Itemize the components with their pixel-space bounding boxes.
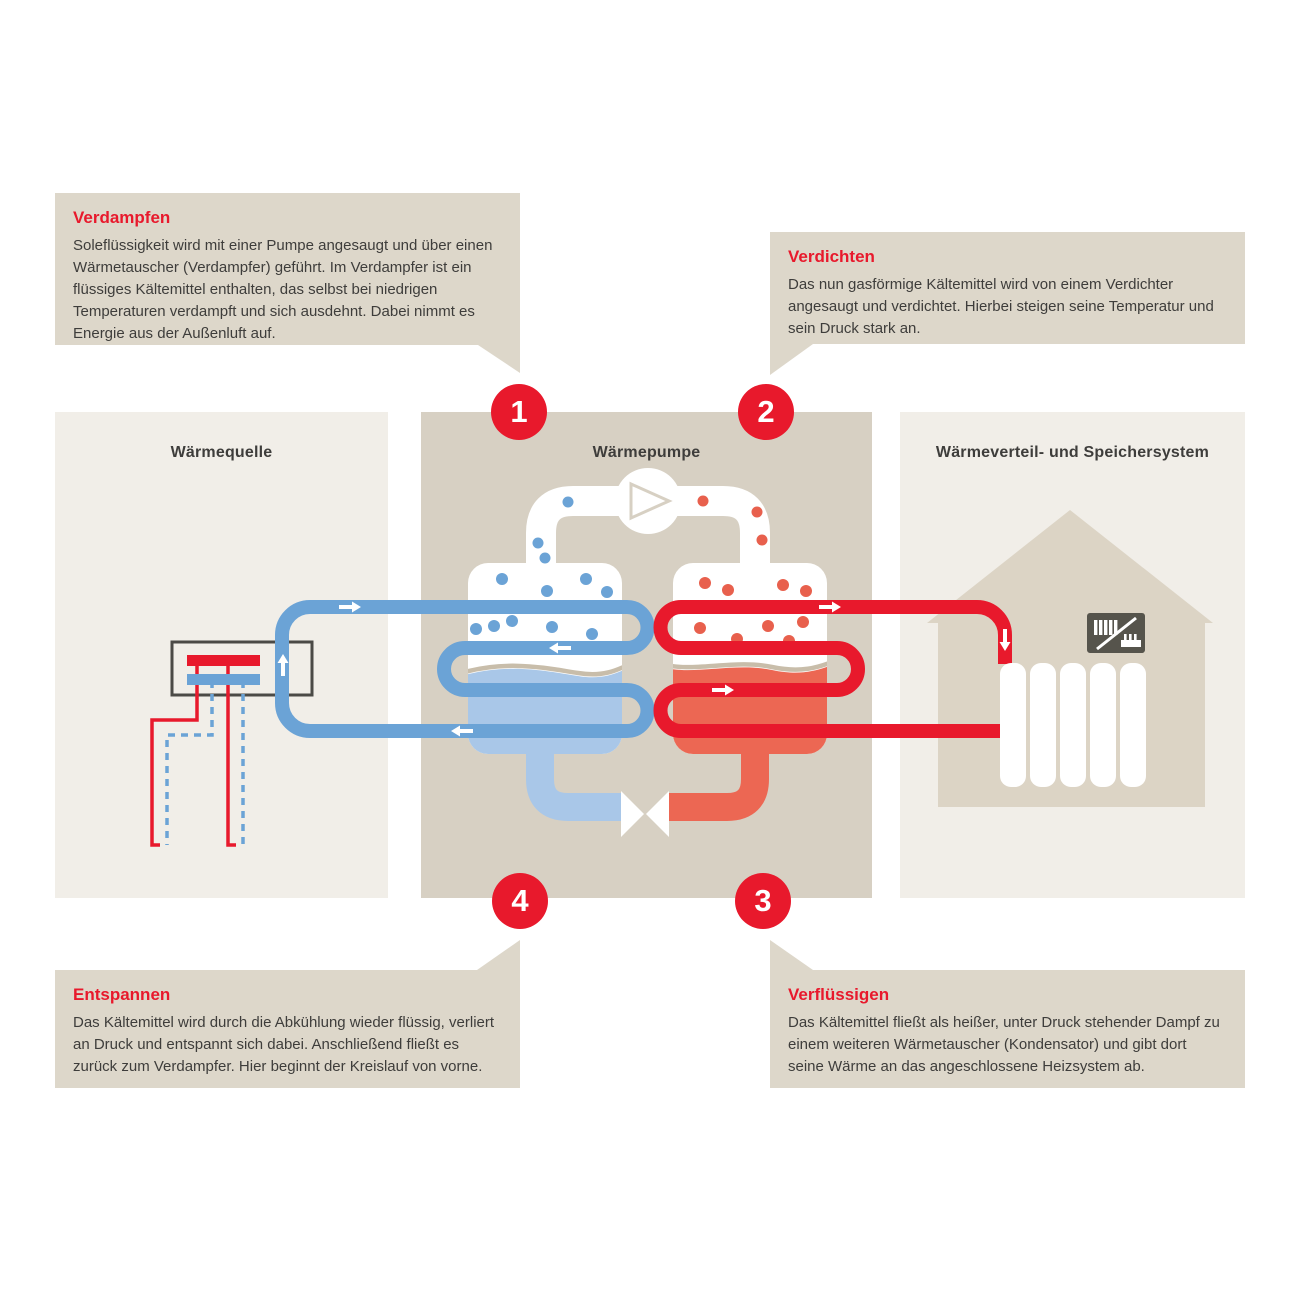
panel-title-distribution-system: Wärmeverteil- und Speichersystem (935, 444, 1210, 461)
step-marker-2: 2 (738, 384, 794, 440)
callout-entspannen: Entspannen Das Kältemittel wird durch di… (55, 940, 520, 1088)
panel-heat-pump: Wärmepumpe (421, 412, 872, 898)
callout-body: Soleflüssigkeit wird mit einer Pumpe ang… (73, 237, 493, 342)
callout-body: Das Kältemittel fließt als heißer, unter… (788, 1014, 1220, 1075)
callout-tail (477, 940, 520, 970)
callout-tail (478, 345, 520, 373)
callout-title: Verflüssigen (788, 985, 890, 1004)
callout-verfluessigen: Verflüssigen Das Kältemittel fließt als … (770, 940, 1245, 1088)
callout-body: Das nun gasförmige Kältemittel wird von … (788, 276, 1214, 337)
step-marker-3: 3 (735, 873, 791, 929)
panel-title-heat-source: Wärmequelle (170, 444, 273, 461)
callout-title: Entspannen (73, 985, 171, 1004)
callout-tail (770, 940, 813, 970)
callout-title: Verdichten (788, 247, 875, 266)
panel-heat-source: Wärmequelle (55, 412, 388, 898)
step-marker-1: 1 (491, 384, 547, 440)
callout-verdichten: Verdichten Das nun gasförmige Kältemitte… (770, 232, 1245, 375)
callout-body: Das Kältemittel wird durch die Abkühlung… (73, 1014, 495, 1075)
panel-distribution-system: Wärmeverteil- und Speichersystem (900, 412, 1245, 898)
step-marker-4: 4 (492, 873, 548, 929)
panel-title-heat-pump: Wärmepumpe (592, 444, 701, 461)
callout-verdampfen: Verdampfen Soleflüssigkeit wird mit eine… (55, 193, 520, 373)
callout-title: Verdampfen (73, 208, 171, 227)
callout-tail (770, 344, 813, 375)
